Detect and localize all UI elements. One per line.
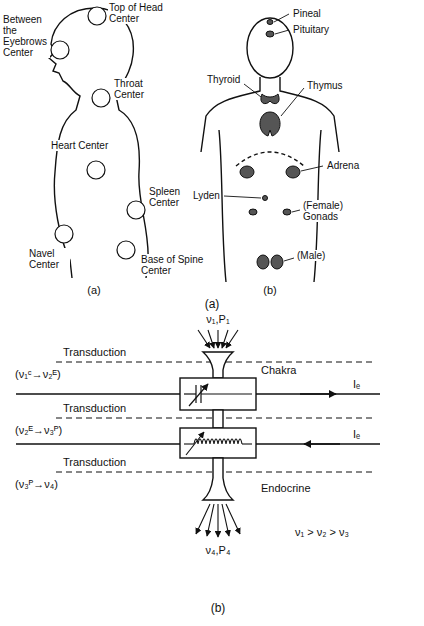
center-circles bbox=[51, 7, 145, 259]
figure-label: (a) bbox=[204, 298, 221, 311]
center-label: Between the Eyebrows Center bbox=[2, 14, 50, 58]
current-label: Iₑ bbox=[352, 378, 361, 390]
center-label: Spleen Center bbox=[148, 186, 196, 208]
transduction-label: Transduction bbox=[62, 402, 127, 414]
gland-shapes bbox=[240, 20, 300, 270]
frequency-label: ν₄,P₄ bbox=[205, 544, 232, 556]
figure-label: (b) bbox=[210, 602, 227, 615]
transduction-lines bbox=[56, 362, 372, 472]
leader-lines bbox=[224, 14, 323, 261]
gland-label: Adrena bbox=[326, 160, 360, 171]
gland-label: Pituitary bbox=[292, 24, 330, 35]
gland-label: (Female) Gonads bbox=[302, 200, 352, 222]
center-label: Base of Spine Center bbox=[140, 254, 212, 276]
wave-arrows bbox=[196, 330, 240, 537]
center-label: Heart Center bbox=[50, 140, 109, 151]
front-body bbox=[201, 18, 339, 282]
capacitor-symbol bbox=[184, 384, 252, 406]
part-label: Endocrine bbox=[260, 482, 312, 494]
frequency-label: (ν₂ᴱ→ν₃ᴾ) bbox=[14, 424, 63, 436]
center-label: Navel Center bbox=[28, 248, 70, 270]
gland-label: Thyroid bbox=[206, 74, 241, 85]
figure-label: (a) bbox=[86, 284, 101, 296]
center-label: Throat Center bbox=[113, 78, 159, 100]
gland-label: Thymus bbox=[306, 80, 344, 91]
frequency-label: ν₁,P₁ bbox=[205, 313, 230, 325]
gland-label: Lyden bbox=[192, 190, 221, 201]
frequency-label: ν₁ > ν₂ > ν₃ bbox=[294, 526, 350, 538]
profile-body bbox=[49, 8, 148, 278]
coil-symbol bbox=[184, 432, 252, 455]
transduction-label: Transduction bbox=[62, 346, 127, 358]
center-label: Top of Head Center bbox=[108, 2, 172, 24]
gland-label: Pineal bbox=[292, 8, 322, 19]
transduction-label: Transduction bbox=[62, 456, 127, 468]
gland-label: (Male) bbox=[296, 250, 326, 261]
figure-label: (b) bbox=[262, 284, 277, 296]
frequency-label: (ν₁ᶜ→ν₂ᴱ) bbox=[14, 368, 62, 380]
part-label: Chakra bbox=[260, 364, 297, 376]
current-label: Iₑ bbox=[352, 428, 361, 440]
transducer-body bbox=[180, 352, 256, 500]
frequency-label: (ν₃ᴾ→ν₄) bbox=[14, 478, 59, 490]
